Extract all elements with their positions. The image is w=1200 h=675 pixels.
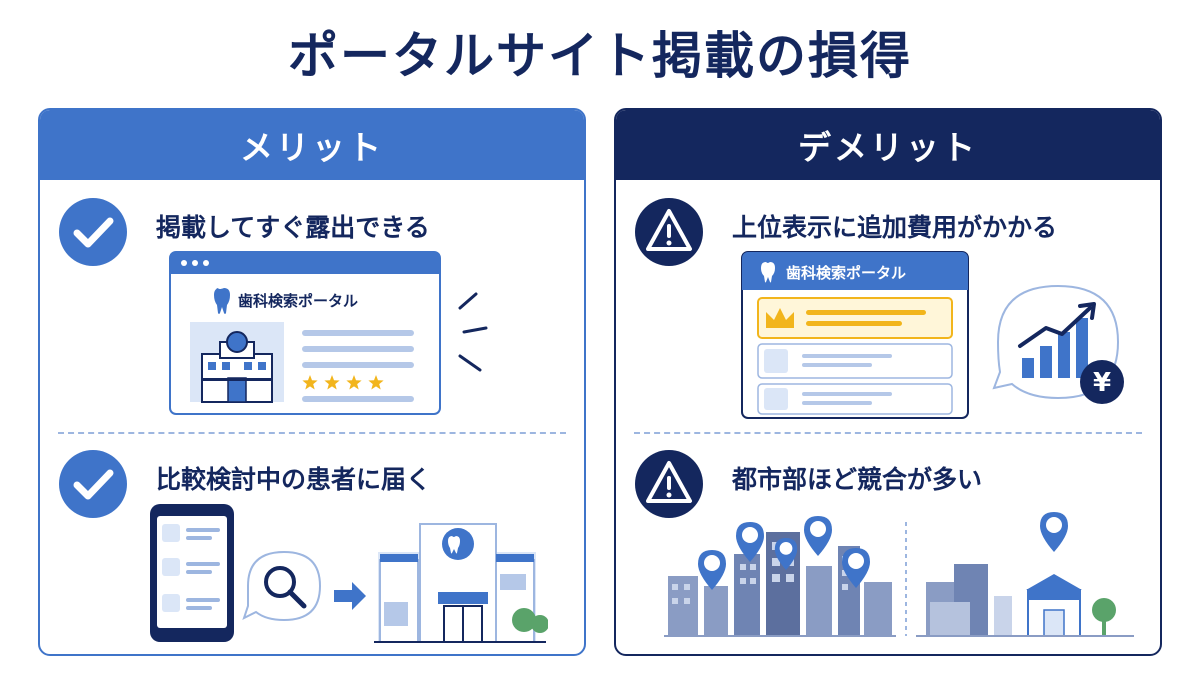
arrow-right-icon: [334, 582, 366, 610]
warning-icon: [635, 198, 703, 266]
paid-ranking-illustration: 歯科検索ポータル ¥: [741, 251, 1124, 419]
suburb-buildings-icon: [926, 564, 1012, 636]
tree-icon: [1092, 598, 1116, 636]
warning-icon: [635, 450, 703, 518]
merit-panel: メリット 掲載してすぐ露出できる 歯科検索ポータル: [38, 108, 586, 656]
search-icon: [242, 550, 322, 622]
attention-burst-icon: [458, 292, 488, 372]
demerit-item-title-1: 上位表示に追加費用がかかる: [732, 213, 1058, 242]
merit-header: メリット: [40, 110, 584, 180]
building-icon: [201, 331, 273, 403]
location-pin-icon: [842, 548, 870, 588]
smartphone-icon: [150, 504, 234, 642]
merit-divider: [58, 432, 566, 434]
tooth-icon: [761, 262, 775, 283]
check-icon: [59, 198, 127, 266]
star-icon: [324, 375, 340, 390]
competition-city-illustration: [664, 512, 1134, 637]
merit-portal-name: 歯科検索ポータル: [238, 292, 358, 310]
merit-item-title-2: 比較検討中の患者に届く: [156, 465, 432, 494]
check-icon: [59, 450, 127, 518]
demerit-divider: [634, 432, 1142, 434]
svg-text:¥: ¥: [1093, 368, 1111, 398]
tree-icon: [512, 608, 548, 633]
clinic-building-icon: [1026, 574, 1082, 637]
demerit-header: デメリット: [616, 110, 1160, 180]
location-pin-icon: [698, 550, 726, 590]
rating-stars: [302, 375, 384, 390]
location-pin-icon: [698, 516, 870, 590]
location-pin-icon: [736, 522, 764, 562]
tooth-icon: [214, 288, 230, 314]
star-icon: [346, 375, 362, 390]
page-title: ポータルサイト掲載の損得: [288, 27, 912, 85]
location-pin-icon: [1040, 512, 1068, 552]
demerit-panel: デメリット 上位表示に追加費用がかかる 歯科検索ポータル: [614, 108, 1162, 656]
portal-browser-illustration: 歯科検索ポータル: [169, 251, 488, 415]
clinic-building-icon: [378, 523, 536, 643]
yen-icon: ¥: [1080, 360, 1124, 404]
star-icon: [368, 375, 384, 390]
location-pin-icon: [804, 516, 832, 556]
merit-item-title-1: 掲載してすぐ露出できる: [156, 213, 430, 242]
demerit-item-title-2: 都市部ほど競合が多い: [732, 465, 983, 494]
star-icon: [302, 375, 318, 390]
search-to-clinic-illustration: [150, 504, 548, 643]
crown-icon: [766, 308, 794, 328]
location-pin-icon: [774, 538, 798, 570]
demerit-portal-name: 歯科検索ポータル: [786, 264, 906, 282]
